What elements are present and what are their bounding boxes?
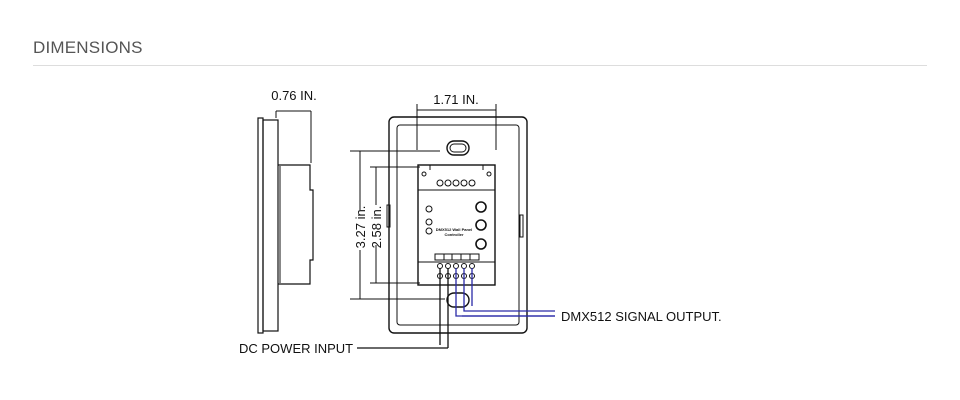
dmx-signal-output-label: DMX512 SIGNAL OUTPUT. (561, 309, 722, 324)
module-label-1: DMX512 Wall Panel (436, 227, 473, 232)
width-label: 1.71 IN. (433, 92, 479, 107)
signal-wires (455, 268, 555, 317)
height-inner-label: 2.58 in. (369, 206, 384, 249)
dc-power-input-label: DC POWER INPUT (239, 341, 353, 356)
depth-label: 0.76 IN. (271, 88, 317, 103)
power-wires (357, 268, 449, 349)
divider (33, 65, 927, 66)
section-title: DIMENSIONS (33, 38, 143, 57)
side-view: 0.76 IN. (257, 88, 317, 334)
height-outer-label: 3.27 in. (353, 206, 368, 249)
front-view: 1.71 IN. DMX512 Wall Panel Controller 3.… (350, 92, 528, 334)
module-label-2: Controller (444, 232, 464, 237)
